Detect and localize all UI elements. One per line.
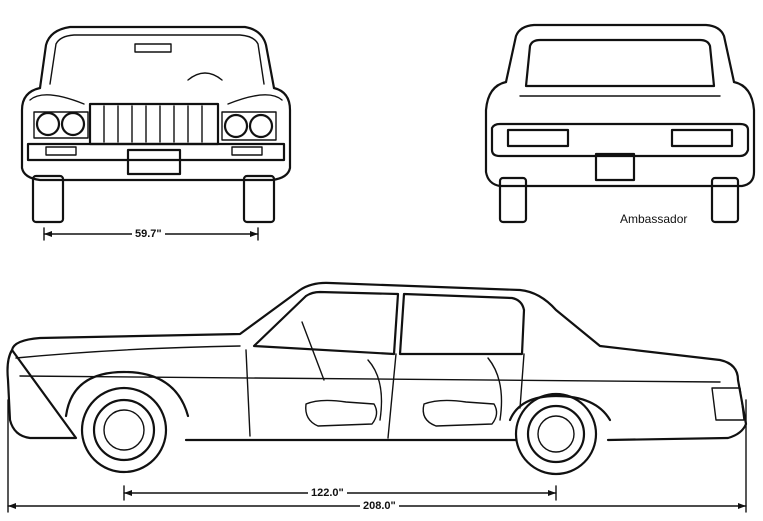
front-bumper	[26, 142, 286, 162]
rear-body-outline	[484, 80, 756, 188]
rear-window	[524, 38, 716, 88]
parking-light-left	[45, 146, 77, 156]
body-side-crease	[19, 375, 721, 383]
front-track-label: 59.7"	[132, 228, 165, 240]
headlight-left-outer	[35, 111, 61, 137]
rear-door-window	[398, 292, 526, 356]
side-view	[6, 281, 748, 513]
front-door-edge	[245, 349, 251, 437]
rear-seat	[422, 399, 498, 427]
headlight-right-inner	[223, 113, 249, 139]
front-tire-left	[31, 174, 65, 224]
overall-length-label: 208.0"	[360, 500, 399, 512]
front-door-window	[252, 290, 400, 356]
hood-crease	[15, 345, 241, 359]
tail-light-right	[670, 128, 734, 148]
brand-label: Ambassador	[620, 212, 688, 226]
rear-view	[484, 23, 756, 224]
front-wheel-arch	[64, 370, 190, 418]
b-pillar	[387, 353, 397, 439]
front-seat	[305, 399, 378, 427]
rear-license-plate	[594, 152, 636, 182]
front-roof-outline	[38, 25, 276, 90]
front-seat-back	[367, 359, 383, 421]
wheelbase-label: 122.0"	[308, 487, 347, 499]
rear-tire-left	[498, 176, 528, 224]
right-fender-line	[227, 94, 283, 105]
rear-tire-right	[710, 176, 740, 224]
rear-view-mirror	[134, 43, 172, 53]
headlight-right-bezel	[221, 111, 277, 141]
overall-length-dimension-line	[7, 399, 747, 513]
front-license-plate	[126, 148, 182, 176]
steering-wheel	[187, 72, 223, 81]
tail-light-left	[506, 128, 570, 148]
left-fender-line	[29, 94, 85, 105]
front-grille	[88, 102, 220, 146]
rear-bumper	[490, 122, 750, 158]
front-wheel	[80, 386, 168, 474]
front-view	[20, 25, 292, 241]
front-tire-right	[242, 174, 276, 224]
rear-wheel-arch	[508, 394, 612, 422]
rear-roof-outline	[504, 23, 736, 84]
rear-seat-back	[487, 357, 503, 421]
parking-light-right	[231, 146, 263, 156]
rear-door-edge	[519, 353, 525, 409]
headlight-left-bezel	[33, 111, 89, 139]
headlight-right-outer	[248, 113, 274, 139]
rear-bumper-side	[711, 387, 745, 421]
front-body-outline	[20, 86, 292, 182]
front-windshield	[49, 34, 265, 85]
steering-column	[301, 321, 325, 381]
rear-wheel	[514, 392, 598, 476]
grille-bars	[103, 105, 203, 143]
headlight-left-inner	[60, 111, 86, 137]
